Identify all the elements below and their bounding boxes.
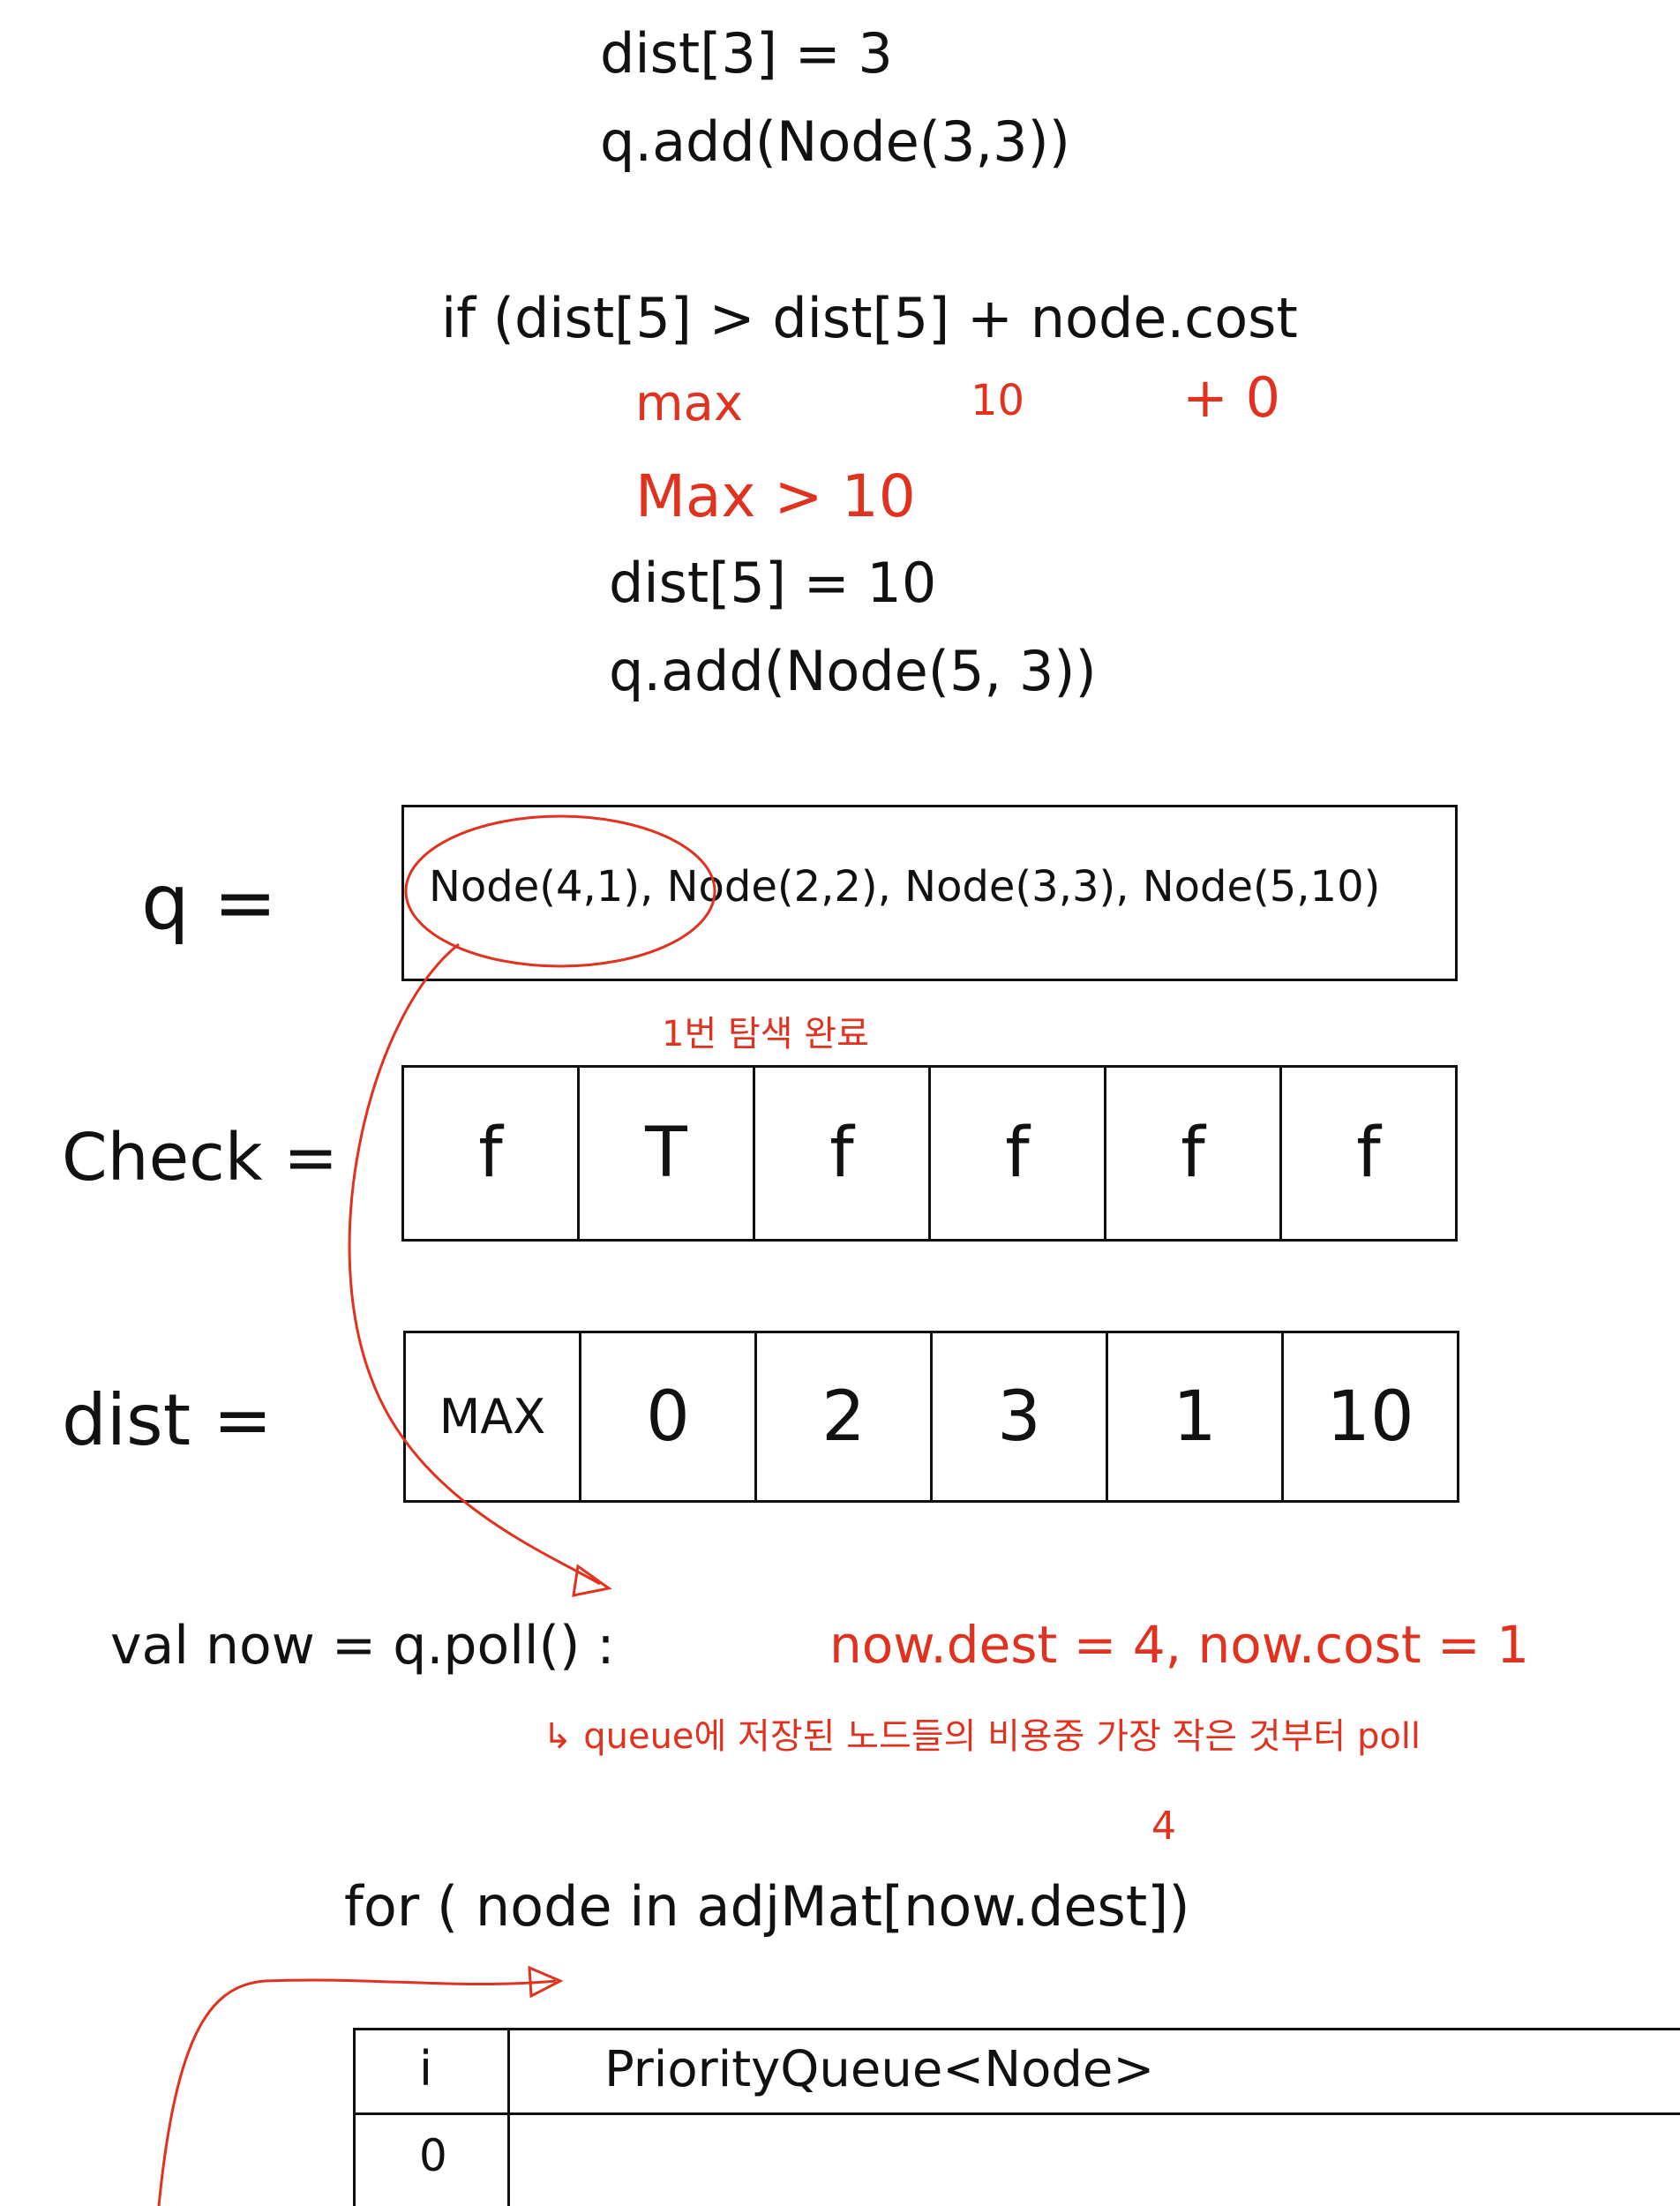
node-arrow [157, 1978, 557, 2206]
poll-arrowhead [572, 1564, 612, 1597]
code-line-max-gt-10: Max > 10 [635, 462, 916, 530]
dist-cell: 3 [933, 1333, 1108, 1500]
annotation-max: max [635, 375, 744, 432]
check-cell: f [1356, 1114, 1381, 1193]
dist-cell: 1 [1108, 1333, 1284, 1500]
check-cell: f [1106, 1068, 1282, 1239]
poll-code: val now = q.poll() : [110, 1615, 615, 1677]
node-arrowhead [528, 1965, 564, 1999]
annotation-10: 10 [971, 376, 1025, 425]
poll-result: now.dest = 4, now.cost = 1 [829, 1615, 1529, 1675]
poll-arrow [348, 942, 601, 1586]
check-box: f T f f f f [401, 1065, 1458, 1242]
check-cell: f [755, 1068, 931, 1239]
q-label: q = [141, 859, 277, 947]
table-header-priority-queue: PriorityQueue<Node> [604, 2041, 1155, 2098]
code-line-dist5-assign: dist[5] = 10 [609, 551, 937, 615]
dist-cell: 2 [757, 1333, 933, 1500]
dist-cell: 0 [581, 1333, 757, 1500]
code-line-dist3: dist[3] = 3 [600, 21, 893, 86]
poll-note: ↳ queue에 저장된 노드들의 비용중 가장 작은 것부터 poll [543, 1716, 1421, 1757]
loop-annotation-4: 4 [1151, 1804, 1176, 1849]
q-head-circle [404, 814, 716, 968]
q-box: Node(4,1), Node(2,2), Node(3,3), Node(5,… [401, 805, 1458, 981]
dist-box: MAX 0 2 3 1 10 [403, 1331, 1459, 1503]
table-header-line [353, 2112, 1680, 2115]
code-line-qadd-node53: q.add(Node(5, 3)) [609, 639, 1097, 703]
dist-cell: MAX [406, 1333, 581, 1500]
check-cell: T [580, 1068, 755, 1239]
table-divider-line [507, 2028, 510, 2206]
code-line-if-condition: if (dist[5] > dist[5] + node.cost [441, 286, 1298, 350]
table-top-line [353, 2028, 1680, 2030]
annotation-plus-zero: + 0 [1182, 365, 1281, 430]
table-left-line [353, 2028, 356, 2206]
dist-cell: 10 [1326, 1377, 1414, 1457]
for-loop-code: for ( node in adjMat[now.dest]) [344, 1874, 1190, 1939]
q-items: Node(4,1), Node(2,2), Node(3,3), Node(5,… [429, 862, 1381, 912]
check-cell: f [404, 1068, 580, 1239]
check-note: 1번 탐색 완료 [662, 1014, 869, 1054]
table-row-0-index: 0 [419, 2130, 447, 2181]
table-header-i: i [419, 2041, 433, 2097]
dist-label: dist = [62, 1379, 273, 1461]
check-label: Check = [62, 1120, 339, 1196]
code-line-qadd-node33: q.add(Node(3,3)) [600, 109, 1070, 174]
check-cell: f [931, 1068, 1106, 1239]
